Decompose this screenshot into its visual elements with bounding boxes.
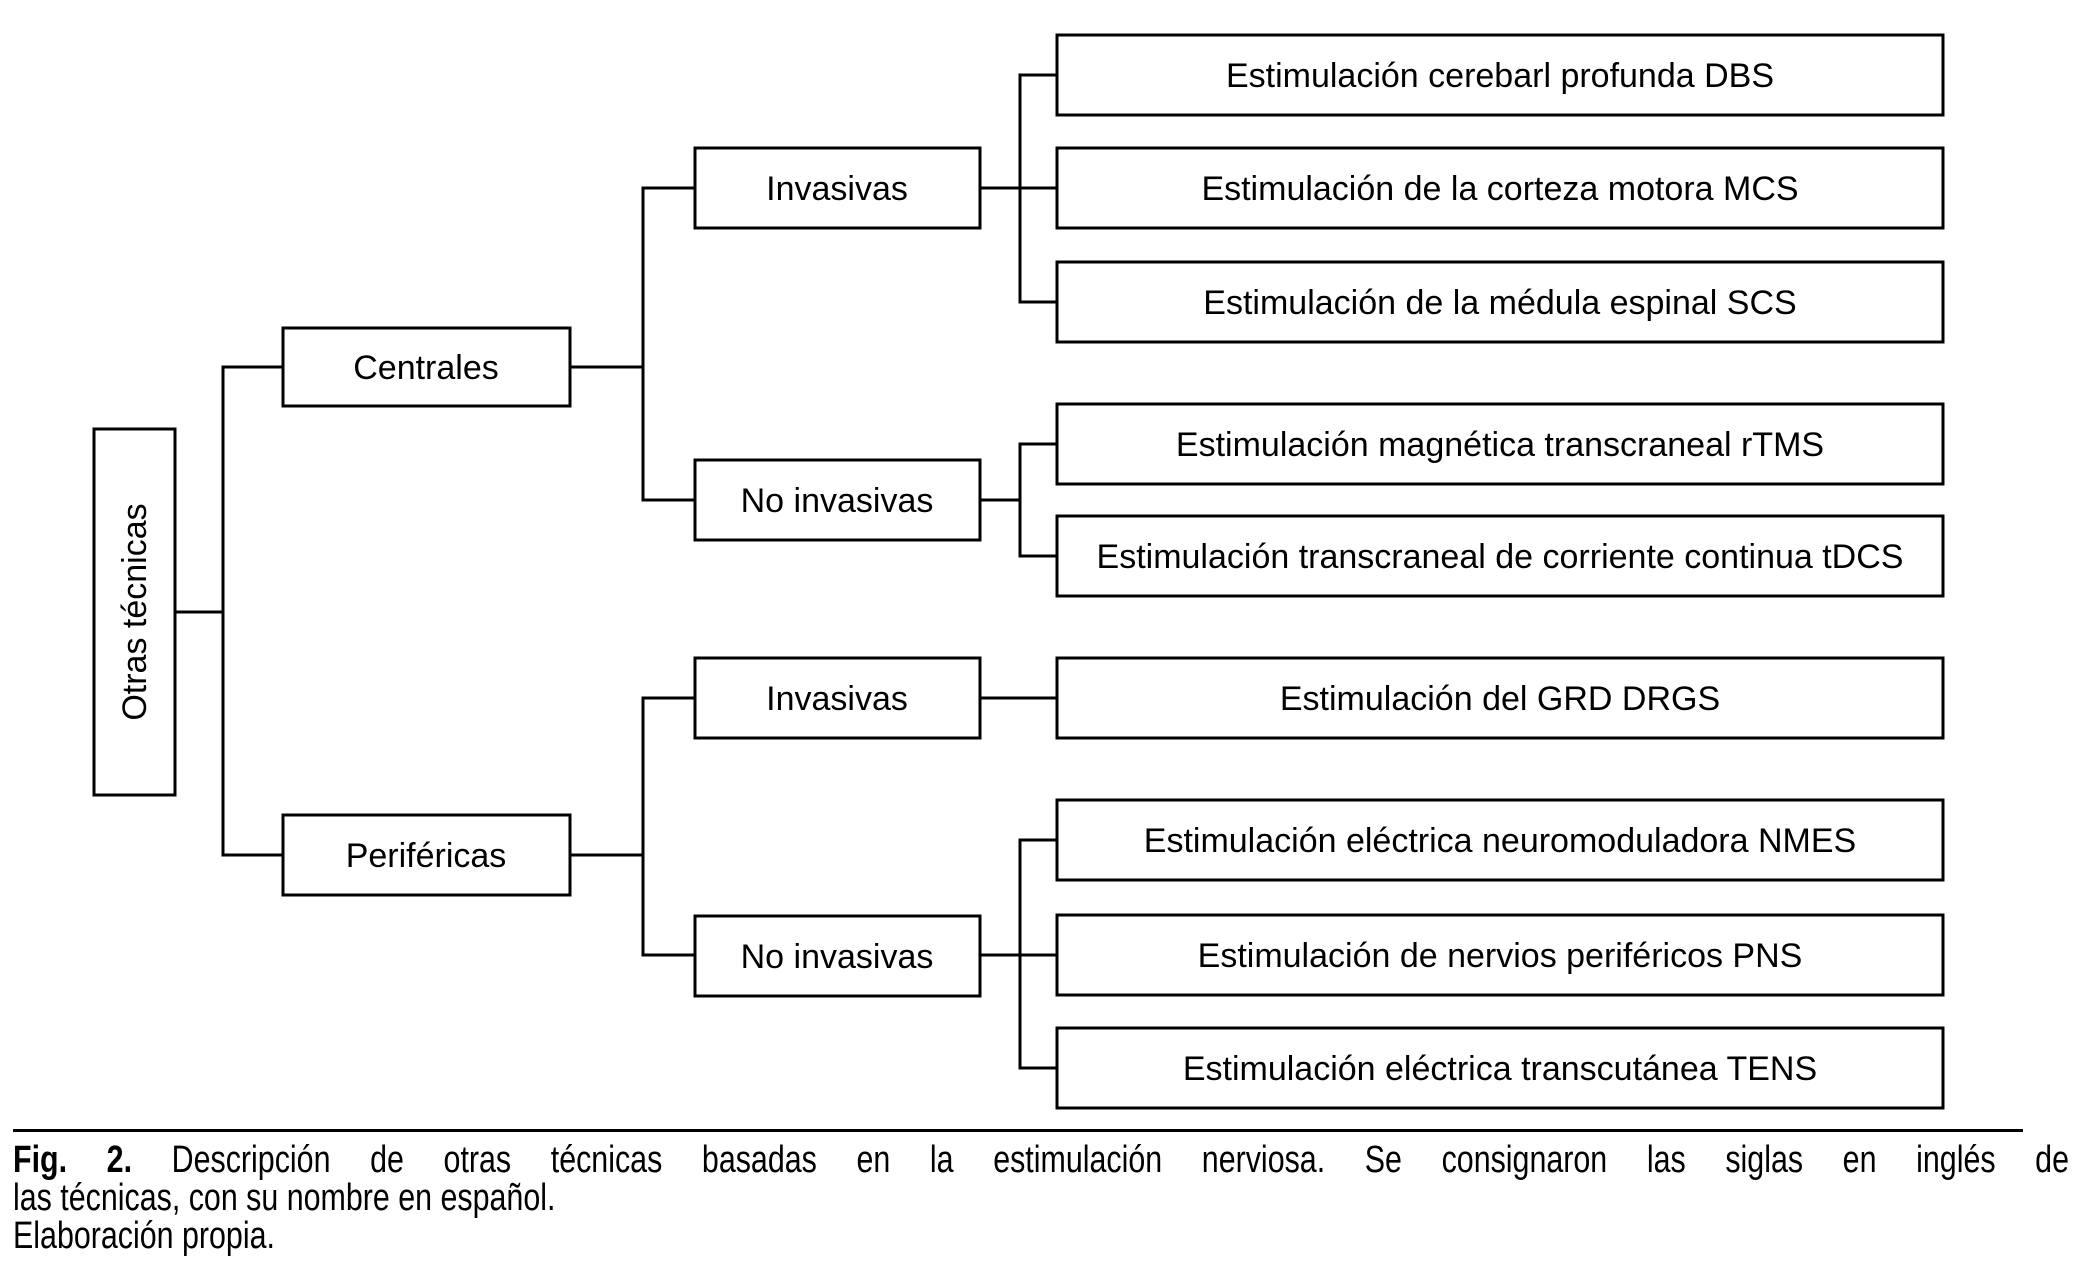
node-centrales-label: Centrales — [353, 349, 499, 387]
node-otras-tecnicas: Otras técnicas — [92, 427, 177, 797]
leaf-mcs-box — [1055, 146, 1945, 230]
leaf-tens: Estimulación eléctrica transcutánea TENS — [1055, 1026, 1945, 1110]
node-centrales-invasivas-label: Invasivas — [766, 170, 908, 208]
leaf-tdcs-label: Estimulación transcraneal de corriente c… — [1097, 538, 1904, 576]
leaf-rtms-box — [1055, 402, 1945, 486]
node-centrales-no-invasivas-box — [693, 458, 982, 542]
leaf-dbs: Estimulación cerebarl profunda DBS — [1055, 33, 1945, 117]
leaf-scs: Estimulación de la médula espinal SCS — [1055, 260, 1945, 344]
leaf-mcs-label: Estimulación de la corteza motora MCS — [1201, 170, 1798, 208]
leaf-nmes: Estimulación eléctrica neuromoduladora N… — [1055, 798, 1945, 882]
node-centrales-no-invasivas: No invasivas — [693, 458, 982, 542]
caption-line-2: las técnicas, con su nombre en español. — [13, 1177, 556, 1219]
leaf-tdcs: Estimulación transcraneal de corriente c… — [1055, 514, 1945, 598]
leaf-mcs: Estimulación de la corteza motora MCS — [1055, 146, 1945, 230]
node-centrales-no-invasivas-label: No invasivas — [741, 482, 934, 520]
leaf-scs-label: Estimulación de la médula espinal SCS — [1203, 284, 1796, 322]
node-centrales-invasivas-box — [693, 146, 982, 230]
leaf-drgs: Estimulación del GRD DRGS — [1055, 656, 1945, 740]
figure-caption: Fig. 2. Descripción de otras técnicas ba… — [13, 1141, 2078, 1255]
leaf-pns-box — [1055, 913, 1945, 997]
caption-fig-label: Fig. 2. — [13, 1139, 133, 1181]
leaf-rtms-label: Estimulación magnética transcraneal rTMS — [1176, 426, 1824, 464]
node-otras-tecnicas-label: Otras técnicas — [116, 503, 154, 720]
leaf-dbs-box — [1055, 33, 1945, 117]
node-centrales-invasivas: Invasivas — [693, 146, 982, 230]
node-perifericas-no-invasivas: No invasivas — [693, 914, 982, 998]
node-centrales: Centrales — [281, 326, 572, 408]
caption-line-1: Fig. 2. Descripción de otras técnicas ba… — [13, 1141, 2069, 1179]
caption-line-3: Elaboración propia. — [13, 1215, 275, 1257]
node-perifericas-no-invasivas-box — [693, 914, 982, 998]
leaf-tens-box — [1055, 1026, 1945, 1110]
caption-divider-rule — [13, 1129, 2023, 1132]
caption-line-1-text: Descripción de otras técnicas basadas en… — [171, 1139, 2070, 1181]
leaf-scs-box — [1055, 260, 1945, 344]
leaf-dbs-label: Estimulación cerebarl profunda DBS — [1226, 57, 1774, 95]
leaf-rtms: Estimulación magnética transcraneal rTMS — [1055, 402, 1945, 486]
node-centrales-box — [281, 326, 572, 408]
leaf-nmes-box — [1055, 798, 1945, 882]
leaf-drgs-box — [1055, 656, 1945, 740]
node-perifericas: Periféricas — [281, 813, 572, 897]
leaf-drgs-label: Estimulación del GRD DRGS — [1280, 680, 1720, 718]
leaf-tens-label: Estimulación eléctrica transcutánea TENS — [1183, 1050, 1817, 1088]
node-perifericas-invasivas-box — [693, 656, 982, 740]
node-perifericas-invasivas: Invasivas — [693, 656, 982, 740]
leaf-pns-label: Estimulación de nervios periféricos PNS — [1198, 937, 1803, 975]
node-perifericas-label: Periféricas — [346, 837, 507, 875]
connector-lines — [173, 73, 1059, 1070]
leaf-tdcs-box — [1055, 514, 1945, 598]
node-perifericas-invasivas-label: Invasivas — [766, 680, 908, 718]
node-otras-tecnicas-box — [92, 427, 177, 797]
leaf-nmes-label: Estimulación eléctrica neuromoduladora N… — [1144, 822, 1856, 860]
node-perifericas-box — [281, 813, 572, 897]
leaf-pns: Estimulación de nervios periféricos PNS — [1055, 913, 1945, 997]
node-perifericas-no-invasivas-label: No invasivas — [741, 938, 934, 976]
